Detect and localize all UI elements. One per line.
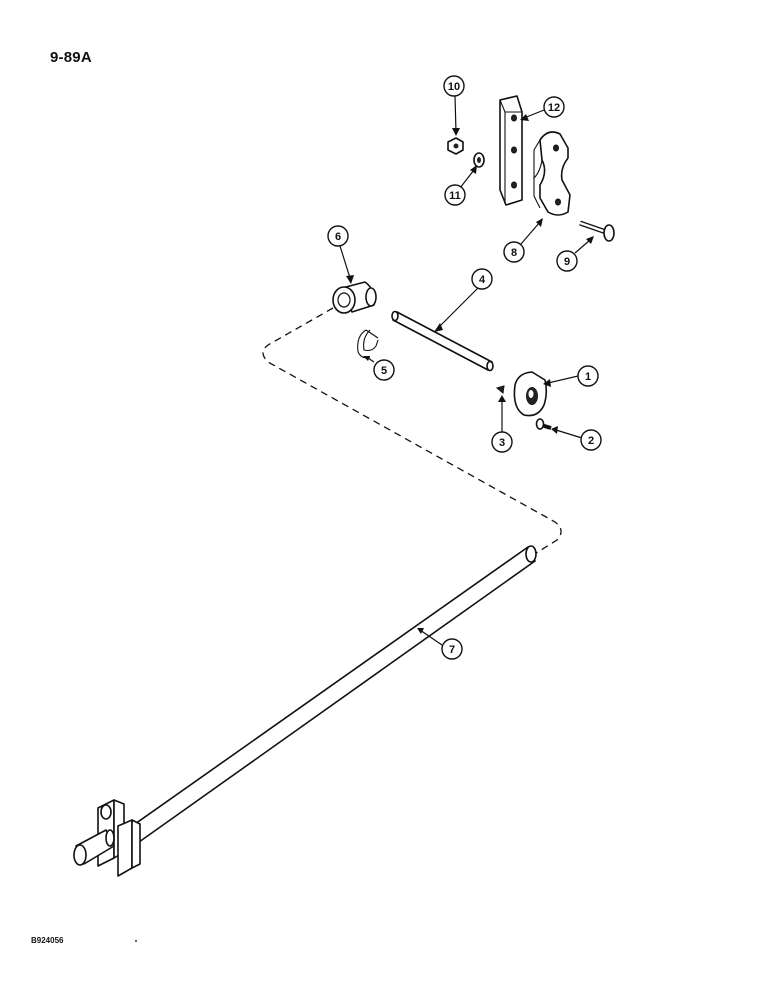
svg-text:8: 8 bbox=[511, 247, 517, 259]
plug bbox=[495, 385, 505, 394]
nut bbox=[447, 137, 464, 155]
figure-code: B924056 bbox=[31, 936, 64, 945]
operating-rod bbox=[73, 545, 537, 877]
svg-text:4: 4 bbox=[479, 274, 486, 286]
screw bbox=[535, 418, 552, 430]
callout-7: 7 bbox=[417, 628, 463, 660]
callout-2: 2 bbox=[551, 426, 602, 451]
callout-9: 9 bbox=[556, 236, 594, 272]
svg-text:2: 2 bbox=[588, 435, 594, 447]
elbow-fitting bbox=[332, 281, 377, 314]
bracket-plate bbox=[499, 95, 523, 206]
svg-text:6: 6 bbox=[335, 231, 341, 243]
svg-text:9: 9 bbox=[564, 256, 570, 268]
callout-10: 10 bbox=[443, 75, 465, 136]
callout-8: 8 bbox=[503, 218, 543, 263]
clamp-block bbox=[533, 131, 571, 216]
callout-1: 1 bbox=[543, 365, 599, 387]
svg-text:5: 5 bbox=[381, 365, 387, 377]
assembly-dashed-line bbox=[262, 307, 562, 556]
scan-dot bbox=[135, 940, 137, 942]
callout-11: 11 bbox=[444, 165, 477, 206]
svg-text:1: 1 bbox=[585, 371, 591, 383]
callout-3: 3 bbox=[491, 395, 513, 453]
svg-text:12: 12 bbox=[548, 102, 560, 114]
svg-text:11: 11 bbox=[449, 190, 461, 202]
svg-text:7: 7 bbox=[449, 644, 455, 656]
callout-6: 6 bbox=[327, 225, 354, 284]
flange-plate bbox=[513, 371, 548, 417]
hairpin-clip bbox=[357, 329, 379, 359]
svg-text:3: 3 bbox=[499, 437, 505, 449]
page-number: 9-89A bbox=[50, 49, 92, 66]
svg-text:10: 10 bbox=[448, 81, 460, 93]
callout-5: 5 bbox=[363, 356, 395, 381]
callout-12: 12 bbox=[520, 96, 565, 121]
pin bbox=[391, 310, 494, 372]
callout-4: 4 bbox=[434, 268, 493, 332]
bolt bbox=[579, 220, 615, 242]
washer bbox=[473, 152, 485, 168]
